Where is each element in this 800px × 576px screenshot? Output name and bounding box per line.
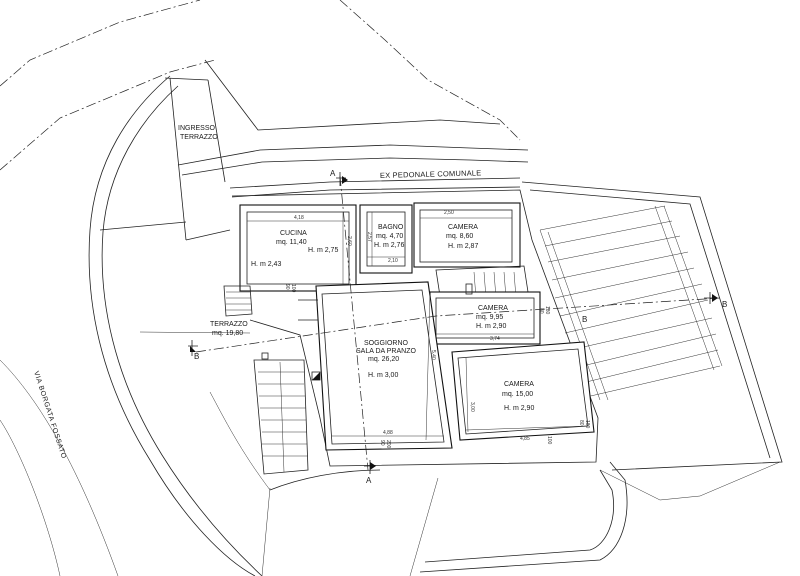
camera1-name: CAMERA	[448, 224, 478, 231]
section-b-right: B	[582, 315, 587, 324]
camera3-height: H. m 2,90	[504, 405, 534, 412]
bagno-area: mq. 4,70	[376, 233, 403, 240]
camera2-area: mq. 9,95	[476, 314, 503, 321]
camera1-width: 2,50	[444, 210, 454, 216]
terrazzo-area: mq. 19,80	[212, 330, 243, 337]
cucina-depth: 2,60	[346, 236, 352, 246]
dim-180-b: 180	[584, 420, 590, 429]
camera1-height: H. m 2,87	[448, 243, 478, 250]
dim-90-a: 90	[284, 284, 290, 290]
bagno-depth: 2,57	[366, 232, 372, 242]
dim-200: 200	[385, 440, 391, 449]
section-b-left: B	[194, 352, 199, 361]
bagno-height: H. m 2,76	[374, 242, 404, 249]
label-via: VIA BORGATA FOSSATO	[32, 370, 67, 459]
cucina-h2: H. m 2,43	[251, 261, 281, 268]
dim-100-b: 100	[546, 436, 552, 445]
bagno-name: BAGNO	[378, 224, 404, 231]
cucina-h1: H. m 2,75	[308, 247, 338, 254]
soggiorno-width: 4,88	[383, 430, 393, 436]
dim-180-a: 180	[544, 306, 550, 315]
section-a-bottom: A	[366, 476, 372, 485]
cucina-width: 4,18	[294, 215, 304, 221]
cucina-name: CUCINA	[280, 230, 307, 237]
label-ex-pedonale: EX PEDONALE COMUNALE	[380, 168, 482, 180]
pergola	[521, 181, 783, 471]
site-context	[0, 0, 781, 576]
cucina-area: mq. 11,40	[276, 239, 307, 246]
camera2-width: 3,74	[490, 336, 500, 342]
dimension-lines	[247, 212, 589, 441]
label-ingresso-terrazzo: TERRAZZO	[180, 134, 218, 141]
dim-100: 100	[290, 284, 296, 293]
terrazzo-name: TERRAZZO	[210, 321, 248, 328]
building	[223, 189, 599, 475]
camera2-name: CAMERA	[478, 305, 508, 312]
dim-80-b: 80	[578, 420, 584, 426]
section-b-far: B	[722, 300, 727, 309]
soggiorno-area: mq. 26,20	[368, 356, 399, 363]
camera3-depth: 3,00	[469, 402, 475, 412]
camera3-area: mq. 15,00	[502, 391, 533, 398]
section-a-top: A	[330, 169, 336, 178]
soggiorno-name: SOGGIORNO	[364, 340, 409, 347]
soggiorno-height: H. m 3,00	[368, 372, 398, 379]
camera3-name: CAMERA	[504, 381, 534, 388]
bagno-width: 2,10	[388, 258, 398, 264]
soggiorno-name2: SALA DA PRANZO	[356, 348, 416, 355]
camera3-width: 4,85	[520, 436, 530, 442]
camera1-area: mq. 8,60	[446, 233, 473, 240]
dim-80: 80	[538, 308, 544, 314]
section-lines	[188, 172, 721, 474]
camera2-height: H. m 2,90	[476, 323, 506, 330]
soggiorno-depth: 5,40	[430, 350, 436, 360]
dim-90-b: 90	[379, 440, 385, 446]
label-ingresso: INGRESSO	[178, 125, 216, 132]
